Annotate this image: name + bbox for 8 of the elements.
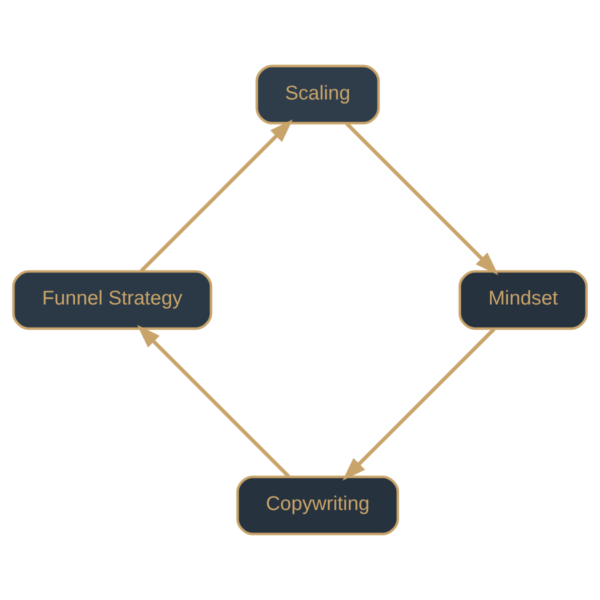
arrow	[137, 324, 290, 478]
arrow	[140, 119, 293, 272]
arrow	[342, 328, 496, 481]
node-box: Funnel Strategy	[12, 270, 212, 330]
node-box: Scaling	[256, 64, 380, 124]
node-box: Copywriting	[236, 476, 400, 536]
arrow	[345, 122, 498, 276]
node-box: Mindset	[458, 270, 588, 330]
